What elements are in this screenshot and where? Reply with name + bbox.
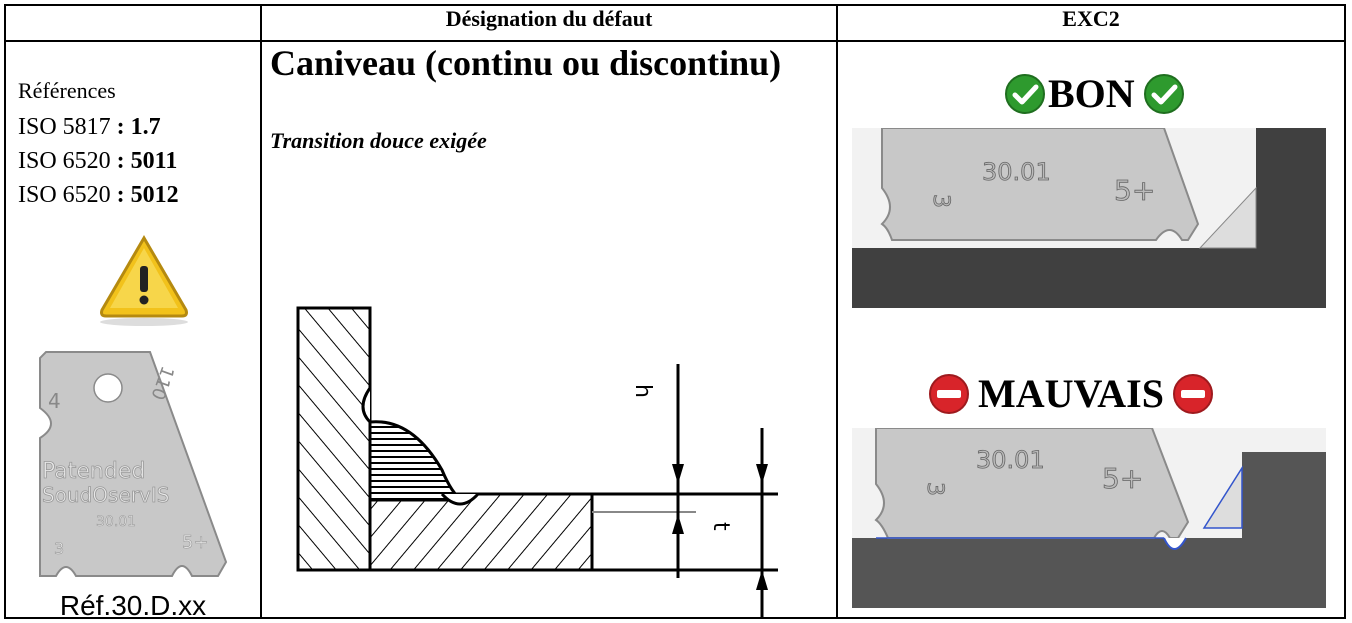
header-empty [4,4,262,42]
gauge-label: 5+ [182,532,209,553]
reference-standard: ISO 6520 [18,182,111,208]
reference-code: Réf.30.D.xx [59,590,207,621]
reference-separator: : [110,148,131,174]
reference-separator: : [110,182,131,208]
verdict-good: BON [1004,70,1185,117]
check-icon [1143,73,1184,114]
warning-icon [100,235,188,326]
gauge-label: 3 [54,539,64,558]
photo-label: 5+ [1102,462,1143,495]
verdict-bad: MAUVAIS [928,370,1214,417]
header-class: EXC2 [836,4,1346,42]
reference-code: 5011 [130,148,178,174]
references-cell: Références ISO 5817 : 1.7 ISO 6520 : 501… [4,40,262,621]
bad-weld-photo: 30.01 5+ 3 [852,428,1326,608]
reference-standard: ISO 5817 [18,114,111,140]
reference-code: 1.7 [130,114,161,140]
no-entry-icon [929,373,969,414]
designation-cell: Caniveau (continu ou discontinu) Transit… [260,40,838,619]
check-icon [1005,73,1045,114]
photo-label: 5+ [1114,174,1155,207]
photo-label: 3 [922,482,947,496]
reference-line: ISO 6520 : 5012 [18,182,179,209]
gauge-tool-image: 4 110 Patended SoudOservIS 30.01 3 5+ [39,351,228,577]
no-entry-icon [1172,373,1213,414]
verdict-cell: BON 30.01 5+ 3 [836,40,1346,619]
reference-standard: ISO 6520 [18,148,111,174]
dimension-label-t: t [708,522,733,531]
defect-title: Caniveau (continu ou discontinu) [270,43,782,83]
verdict-good-label: BON [1048,71,1135,116]
dimension-label-h: h [630,384,655,398]
verdict-bad-label: MAUVAIS [978,371,1164,416]
reference-line: ISO 6520 : 5011 [18,148,177,175]
defect-note: Transition douce exigée [270,128,487,153]
gauge-label: 4 [48,389,61,413]
reference-line: ISO 5817 : 1.7 [18,114,161,141]
photo-label: 3 [928,194,953,208]
photo-label: 30.01 [976,446,1045,474]
references-label: Références [18,78,116,103]
defect-sheet: Désignation du défaut EXC2 Références IS… [4,4,1346,621]
gauge-label: Patended [42,459,145,484]
undercut-weld-diagram: h t [296,306,778,618]
reference-code: 5012 [130,182,179,208]
photo-label: 30.01 [982,158,1051,186]
gauge-label: 30.01 [96,514,136,530]
good-weld-photo: 30.01 5+ 3 [852,128,1326,308]
reference-separator: : [110,114,131,140]
header-designation: Désignation du défaut [260,4,838,42]
gauge-label: SoudOservIS [42,483,169,507]
